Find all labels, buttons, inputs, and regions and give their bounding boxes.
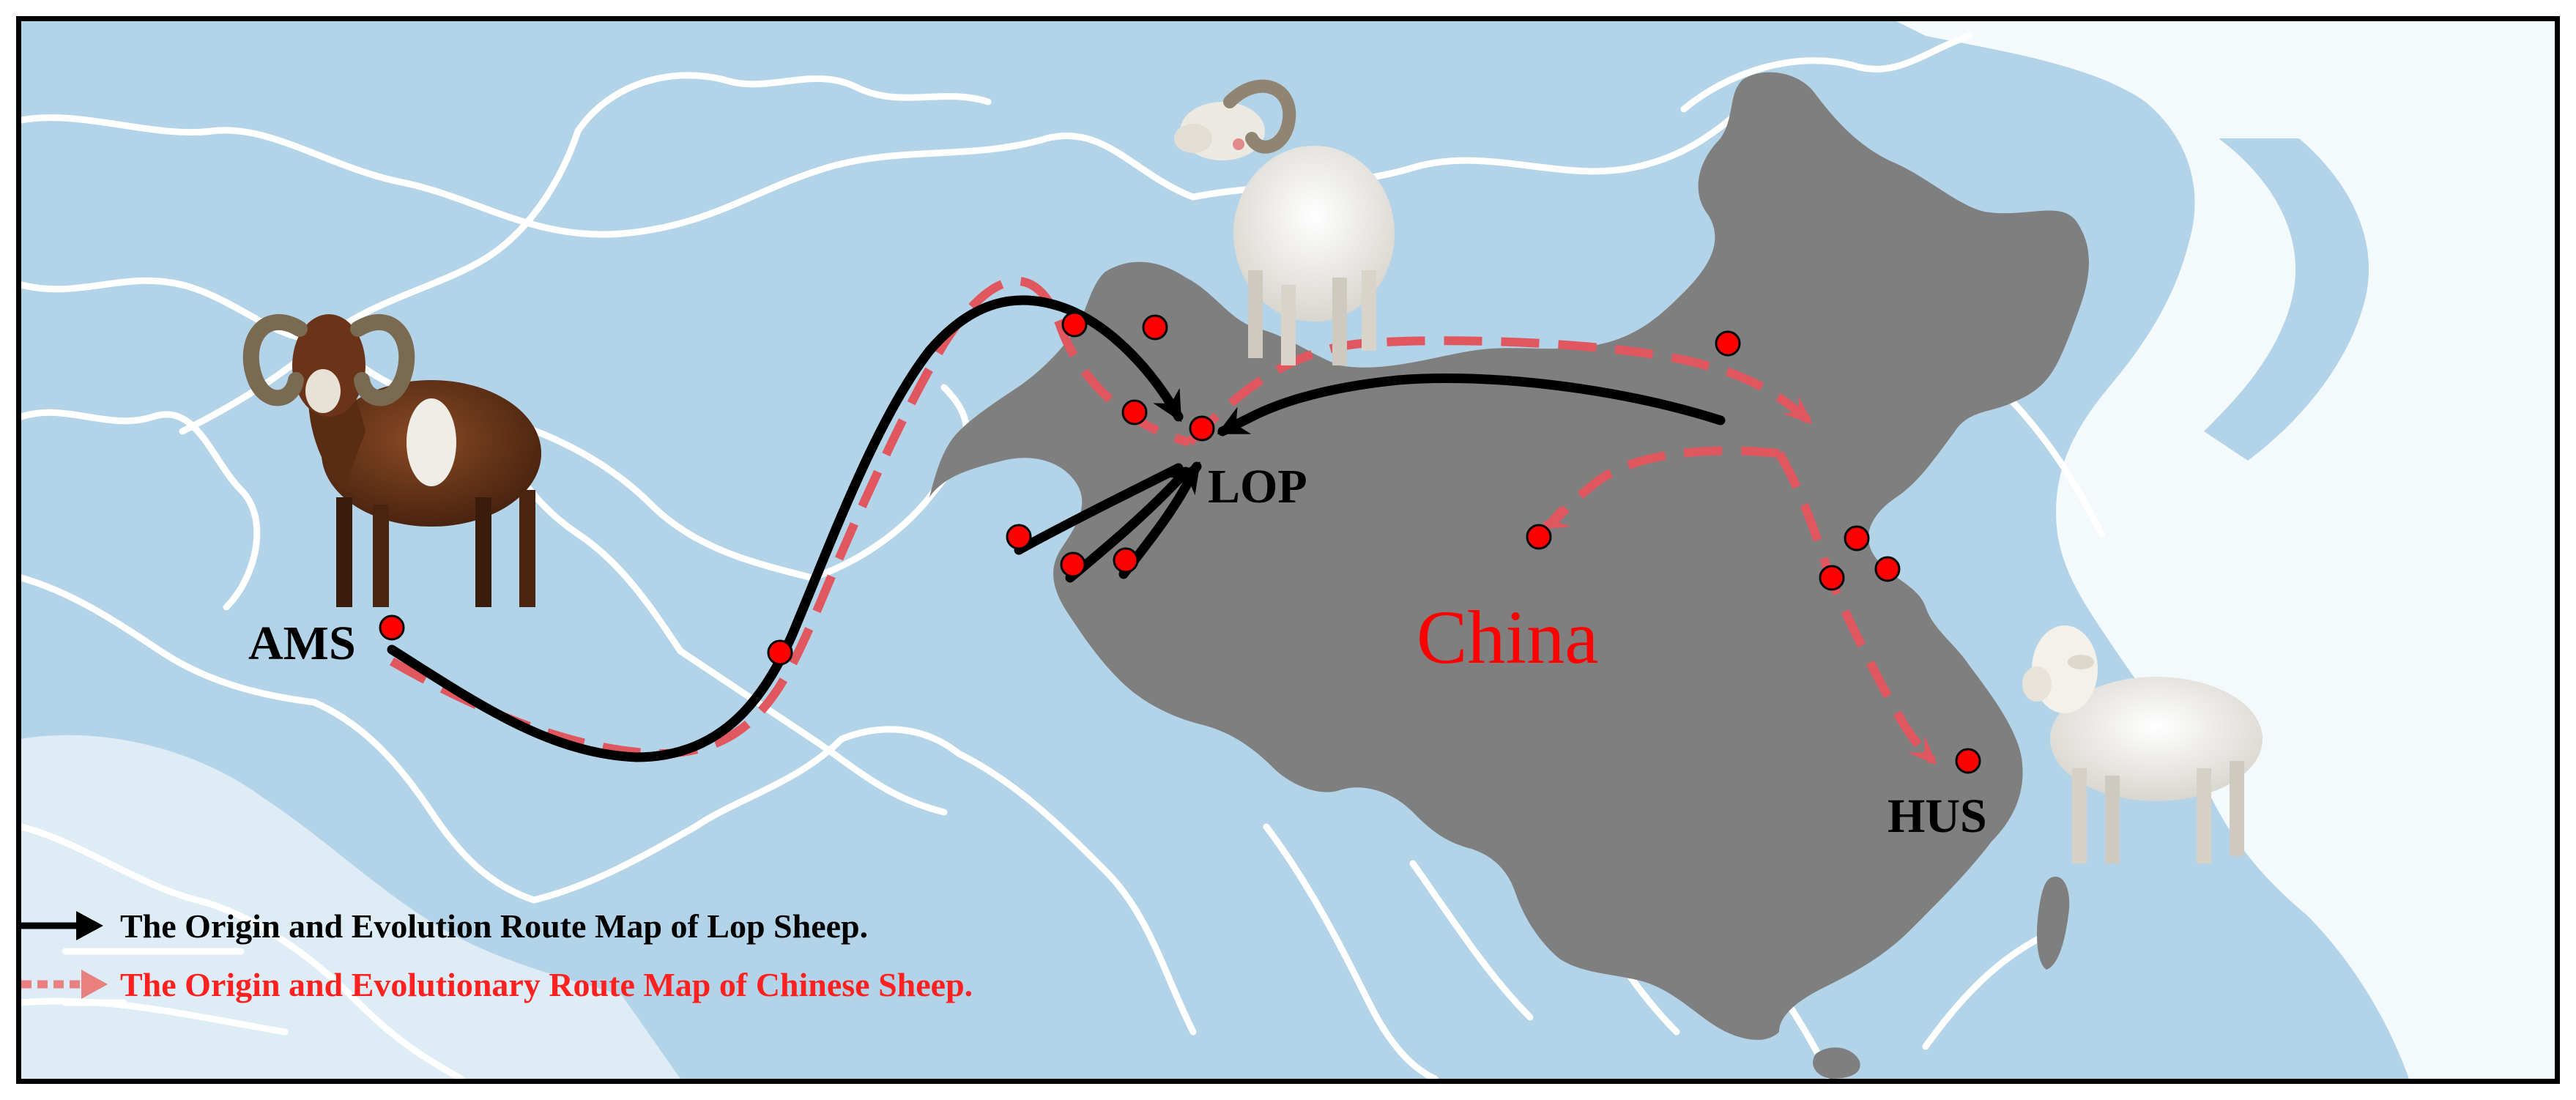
land-mass xyxy=(21,21,2555,1079)
route-map xyxy=(21,21,2555,1079)
hu-sheep-illustration xyxy=(2022,625,2263,863)
mouflon-illustration xyxy=(242,313,541,607)
sample-points xyxy=(379,311,1981,774)
sample-dot xyxy=(1142,314,1168,341)
sample-dot xyxy=(1874,556,1901,582)
sample-dot xyxy=(1715,330,1741,357)
lop-sheep-illustration xyxy=(1174,79,1395,365)
dashed-arrow-icon xyxy=(21,970,108,999)
sample-dot-hus xyxy=(1955,748,1981,774)
solid-arrow-icon xyxy=(21,911,103,940)
sample-dot xyxy=(1844,525,1870,551)
sample-dot xyxy=(1526,524,1552,550)
region-label-china: China xyxy=(1417,595,1599,680)
place-label-lop: LOP xyxy=(1208,460,1307,513)
sample-dot-lop xyxy=(1189,415,1215,442)
legend-label-chinese-route: The Origin and Evolutionary Route Map of… xyxy=(120,966,973,1003)
hainan-island xyxy=(1813,1047,1860,1079)
sample-dot xyxy=(767,639,793,666)
sample-dot xyxy=(1819,565,1845,591)
chinese-sheep-route xyxy=(389,276,1937,765)
sample-dot xyxy=(1006,524,1032,550)
map-figure: AMS LOP HUS China The Origin and Evoluti… xyxy=(16,16,2560,1084)
legend-label-lop-route: The Origin and Evolution Route Map of Lo… xyxy=(120,907,869,945)
china-territory xyxy=(929,72,2089,1040)
taiwan-island xyxy=(2037,877,2070,970)
sample-dot xyxy=(1121,399,1148,425)
sample-dot xyxy=(1113,547,1139,573)
sample-dot-ams xyxy=(379,614,405,641)
place-label-ams: AMS xyxy=(248,617,356,670)
place-label-hus: HUS xyxy=(1888,789,1987,843)
sample-dot xyxy=(1060,551,1086,578)
sample-dot xyxy=(1061,311,1088,338)
